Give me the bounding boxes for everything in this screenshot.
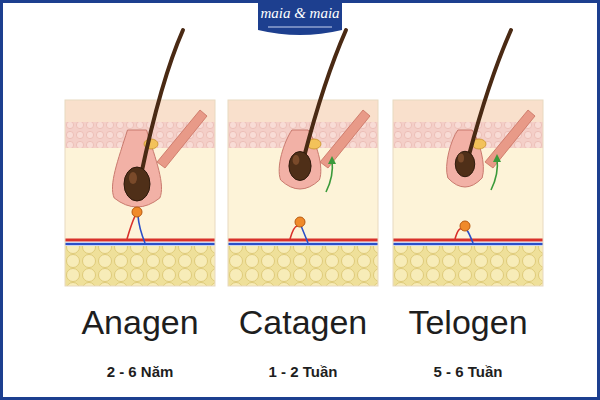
panel-outline bbox=[65, 100, 215, 286]
arrow-head bbox=[493, 154, 501, 162]
hair-bulb bbox=[289, 152, 311, 181]
bulb-highlight bbox=[458, 154, 464, 163]
logo-subline bbox=[268, 27, 332, 28]
skin-panel bbox=[393, 30, 543, 286]
bulb-highlight bbox=[129, 172, 137, 184]
arrector-muscle bbox=[157, 110, 207, 168]
vein bbox=[393, 243, 543, 246]
skin-panel bbox=[65, 30, 215, 286]
phase-name: Catagen bbox=[239, 304, 368, 341]
upward-arrow bbox=[491, 158, 497, 190]
follicle-sheath bbox=[447, 130, 484, 187]
phase-duration: 2 - 6 Năm bbox=[107, 364, 174, 381]
dermal-papilla bbox=[295, 217, 305, 227]
panel-outline bbox=[228, 100, 378, 286]
arrector-muscle bbox=[320, 110, 370, 168]
artery bbox=[228, 239, 378, 242]
capillary bbox=[290, 226, 298, 239]
vein bbox=[228, 243, 378, 246]
artery bbox=[393, 239, 543, 242]
vein bbox=[65, 243, 215, 246]
bulb-highlight bbox=[293, 155, 300, 165]
fat-layer bbox=[228, 246, 378, 286]
panels bbox=[65, 30, 543, 286]
artery bbox=[65, 239, 215, 242]
hair-shaft bbox=[469, 30, 511, 155]
hair-shaft bbox=[141, 30, 183, 175]
hair-bulb bbox=[455, 151, 475, 177]
dermal-papilla bbox=[132, 207, 142, 217]
logo-banner bbox=[258, 0, 342, 35]
dermis bbox=[393, 148, 543, 240]
phase-duration: 5 - 6 Tuần bbox=[434, 364, 503, 381]
capillary bbox=[127, 216, 135, 239]
arrector-muscle bbox=[485, 110, 535, 168]
hair-bulb bbox=[124, 167, 150, 201]
capillary bbox=[466, 230, 473, 243]
phase-name: Telogen bbox=[408, 304, 527, 341]
logo-text: maia & maia bbox=[260, 5, 339, 22]
skin-panel bbox=[228, 30, 378, 286]
capillary bbox=[138, 216, 145, 243]
arrow-head bbox=[328, 156, 336, 164]
panel-outline bbox=[393, 100, 543, 286]
capillary bbox=[301, 226, 308, 243]
dermal-papilla bbox=[460, 221, 470, 231]
fat-layer bbox=[393, 246, 543, 286]
upward-arrow bbox=[326, 160, 332, 192]
follicle-sheath bbox=[279, 130, 321, 189]
phase-duration: 1 - 2 Tuần bbox=[269, 364, 338, 381]
dermis bbox=[228, 148, 378, 240]
follicle-sheath bbox=[112, 130, 161, 207]
fat-layer bbox=[65, 246, 215, 286]
hair-shaft bbox=[304, 30, 346, 157]
phase-name: Anagen bbox=[81, 304, 198, 341]
